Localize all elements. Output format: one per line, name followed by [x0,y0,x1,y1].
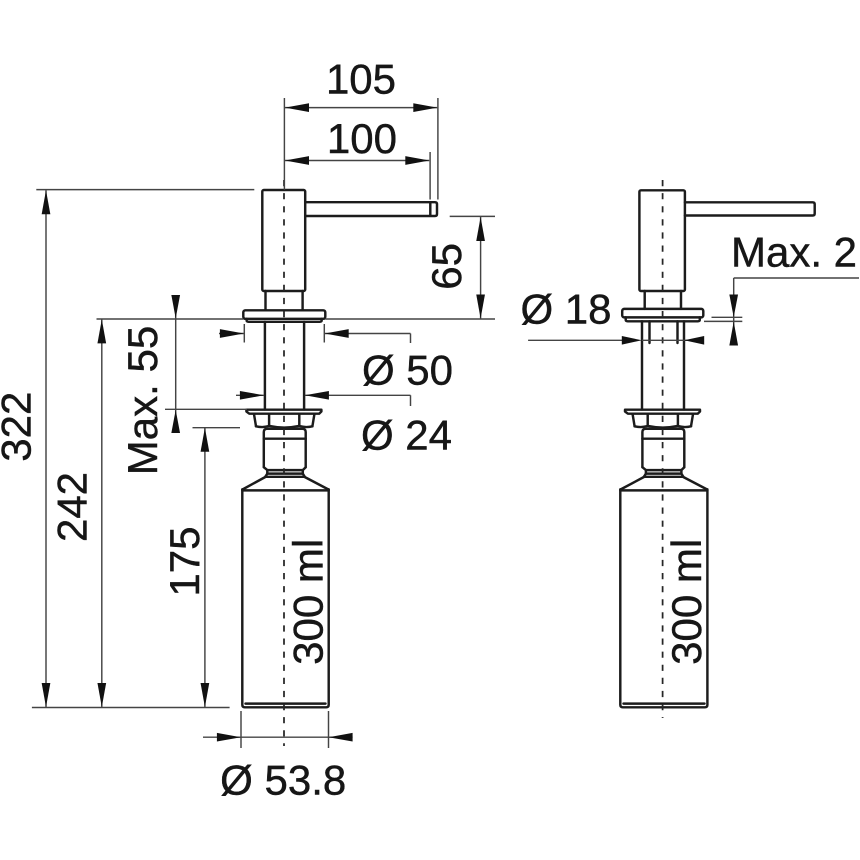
svg-text:300 ml: 300 ml [285,539,332,665]
svg-text:300 ml: 300 ml [663,539,710,665]
svg-text:Ø 24: Ø 24 [361,411,452,458]
svg-text:242: 242 [49,472,96,542]
svg-text:100: 100 [327,115,397,162]
svg-text:Max. 55: Max. 55 [119,326,166,475]
svg-text:Ø 18: Ø 18 [520,285,611,332]
svg-text:65: 65 [423,243,470,290]
svg-text:Ø 50: Ø 50 [362,347,453,394]
svg-text:105: 105 [326,56,396,103]
svg-text:175: 175 [161,527,208,597]
svg-text:322: 322 [0,392,40,462]
svg-text:Ø 53.8: Ø 53.8 [220,756,346,803]
svg-text:Max. 2: Max. 2 [731,229,857,276]
